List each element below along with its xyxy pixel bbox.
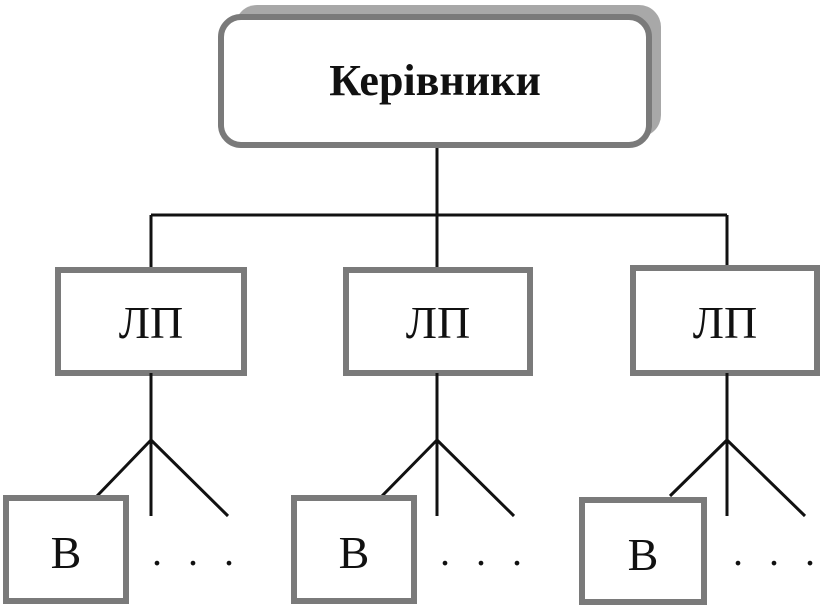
- ellipsis-3: . . .: [733, 529, 823, 574]
- branch-2: ЛП В . . .: [291, 267, 533, 604]
- leaf-node-label-3: В: [628, 529, 659, 580]
- leaf-node-box-2: [291, 495, 417, 604]
- leaf-node-box-3: [579, 497, 707, 605]
- fan-lines-1: [95, 373, 230, 518]
- middle-node-box-3: [630, 265, 820, 376]
- root-node: Керівники: [218, 5, 661, 148]
- middle-node-label-2: ЛП: [406, 297, 470, 348]
- branch-1: ЛП В . . .: [3, 267, 247, 604]
- ellipsis-2: . . .: [440, 529, 530, 574]
- leaf-node-box-1: [3, 495, 129, 604]
- root-connectors: [149, 146, 729, 270]
- fan-lines-2: [380, 373, 516, 518]
- ellipsis-1: . . .: [152, 529, 242, 574]
- middle-node-label-3: ЛП: [693, 297, 757, 348]
- middle-node-label-1: ЛП: [119, 297, 183, 348]
- leaf-node-label-1: В: [51, 527, 82, 578]
- leaf-node-label-2: В: [339, 527, 370, 578]
- root-node-box: [218, 14, 652, 148]
- fan-lines-3: [668, 373, 807, 518]
- root-node-label: Керівники: [329, 56, 541, 105]
- branch-3: ЛП В . . .: [579, 265, 823, 605]
